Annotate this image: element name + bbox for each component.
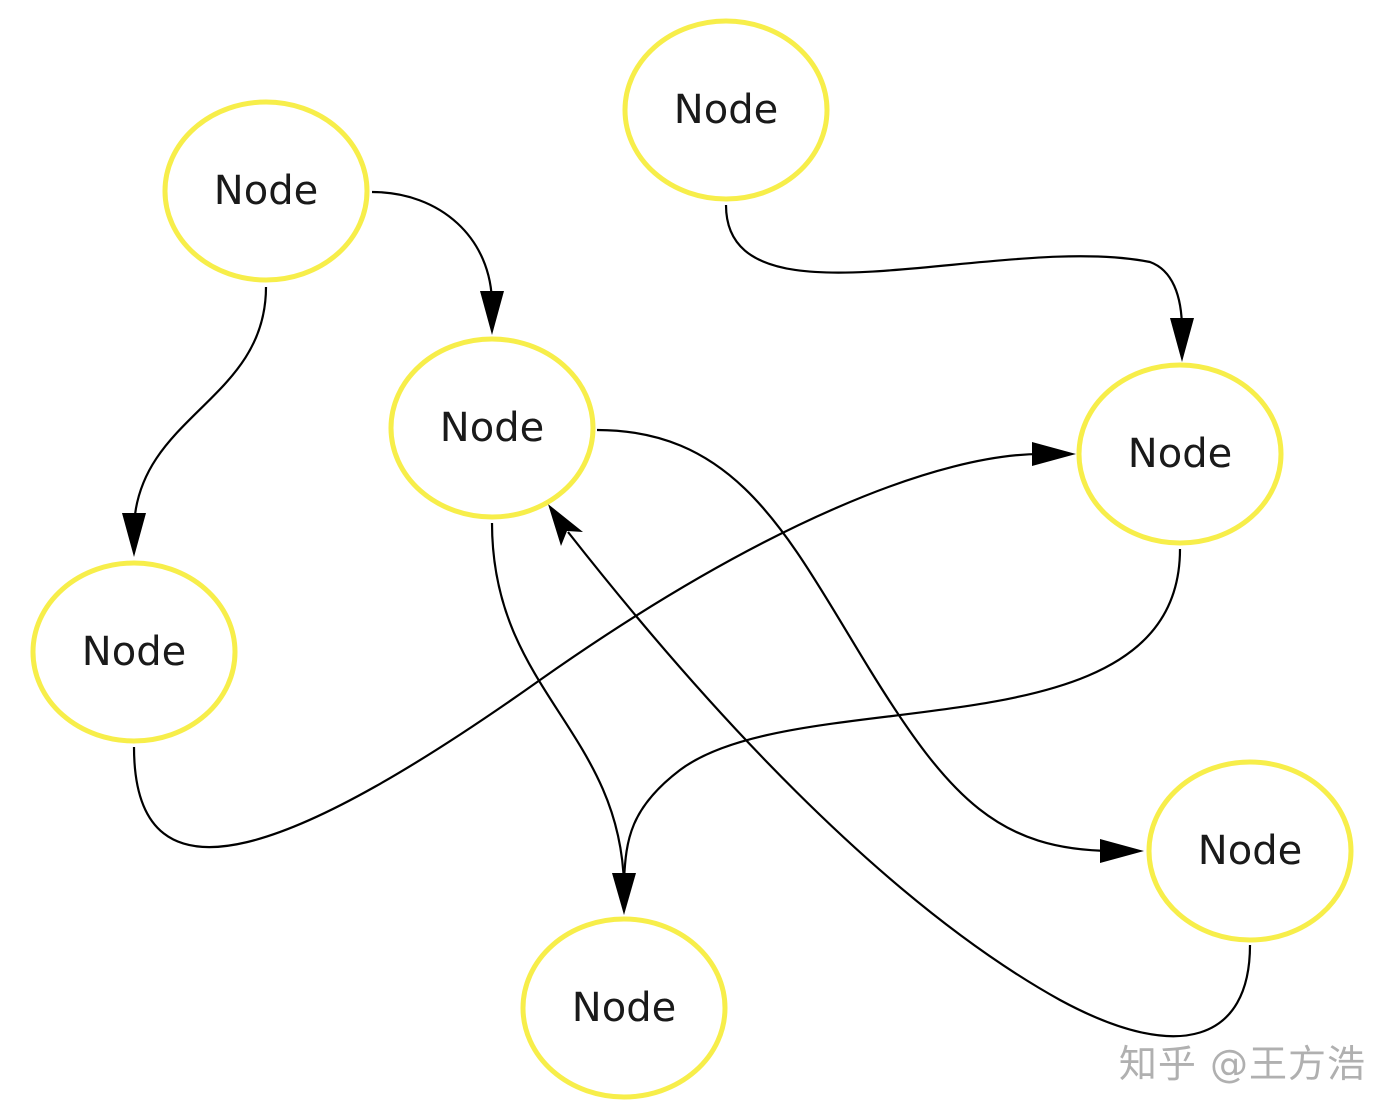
node-n2[interactable]: Node <box>622 18 830 202</box>
edge-n4-n5 <box>132 442 1076 849</box>
node-n1[interactable]: Node <box>162 99 370 283</box>
node-n5[interactable]: Node <box>1076 362 1284 546</box>
nodes: Node Node Node Node Node Node Node <box>30 18 1354 1100</box>
node-n4[interactable]: Node <box>30 560 238 744</box>
edges <box>122 190 1252 1038</box>
node-n6[interactable]: Node <box>1146 759 1354 943</box>
node-n7[interactable]: Node <box>520 916 728 1100</box>
edge-n1-n3 <box>371 190 504 335</box>
node-label: Node <box>1128 431 1232 477</box>
edge-n1-n4 <box>122 286 268 557</box>
node-label: Node <box>1198 828 1302 874</box>
node-label: Node <box>674 87 778 133</box>
edge-n5-n7 <box>622 548 1182 881</box>
node-label: Node <box>214 168 318 214</box>
node-label: Node <box>572 985 676 1031</box>
edge-n2-n5 <box>724 204 1194 362</box>
node-label: Node <box>440 405 544 451</box>
watermark: 知乎 @王方浩 <box>1118 1042 1366 1086</box>
node-label: Node <box>82 629 186 675</box>
edge-n3-n6 <box>596 428 1144 863</box>
edge-n3-n7 <box>490 522 636 915</box>
edge-n6-n3 <box>548 504 1252 1038</box>
node-n3[interactable]: Node <box>388 336 596 520</box>
